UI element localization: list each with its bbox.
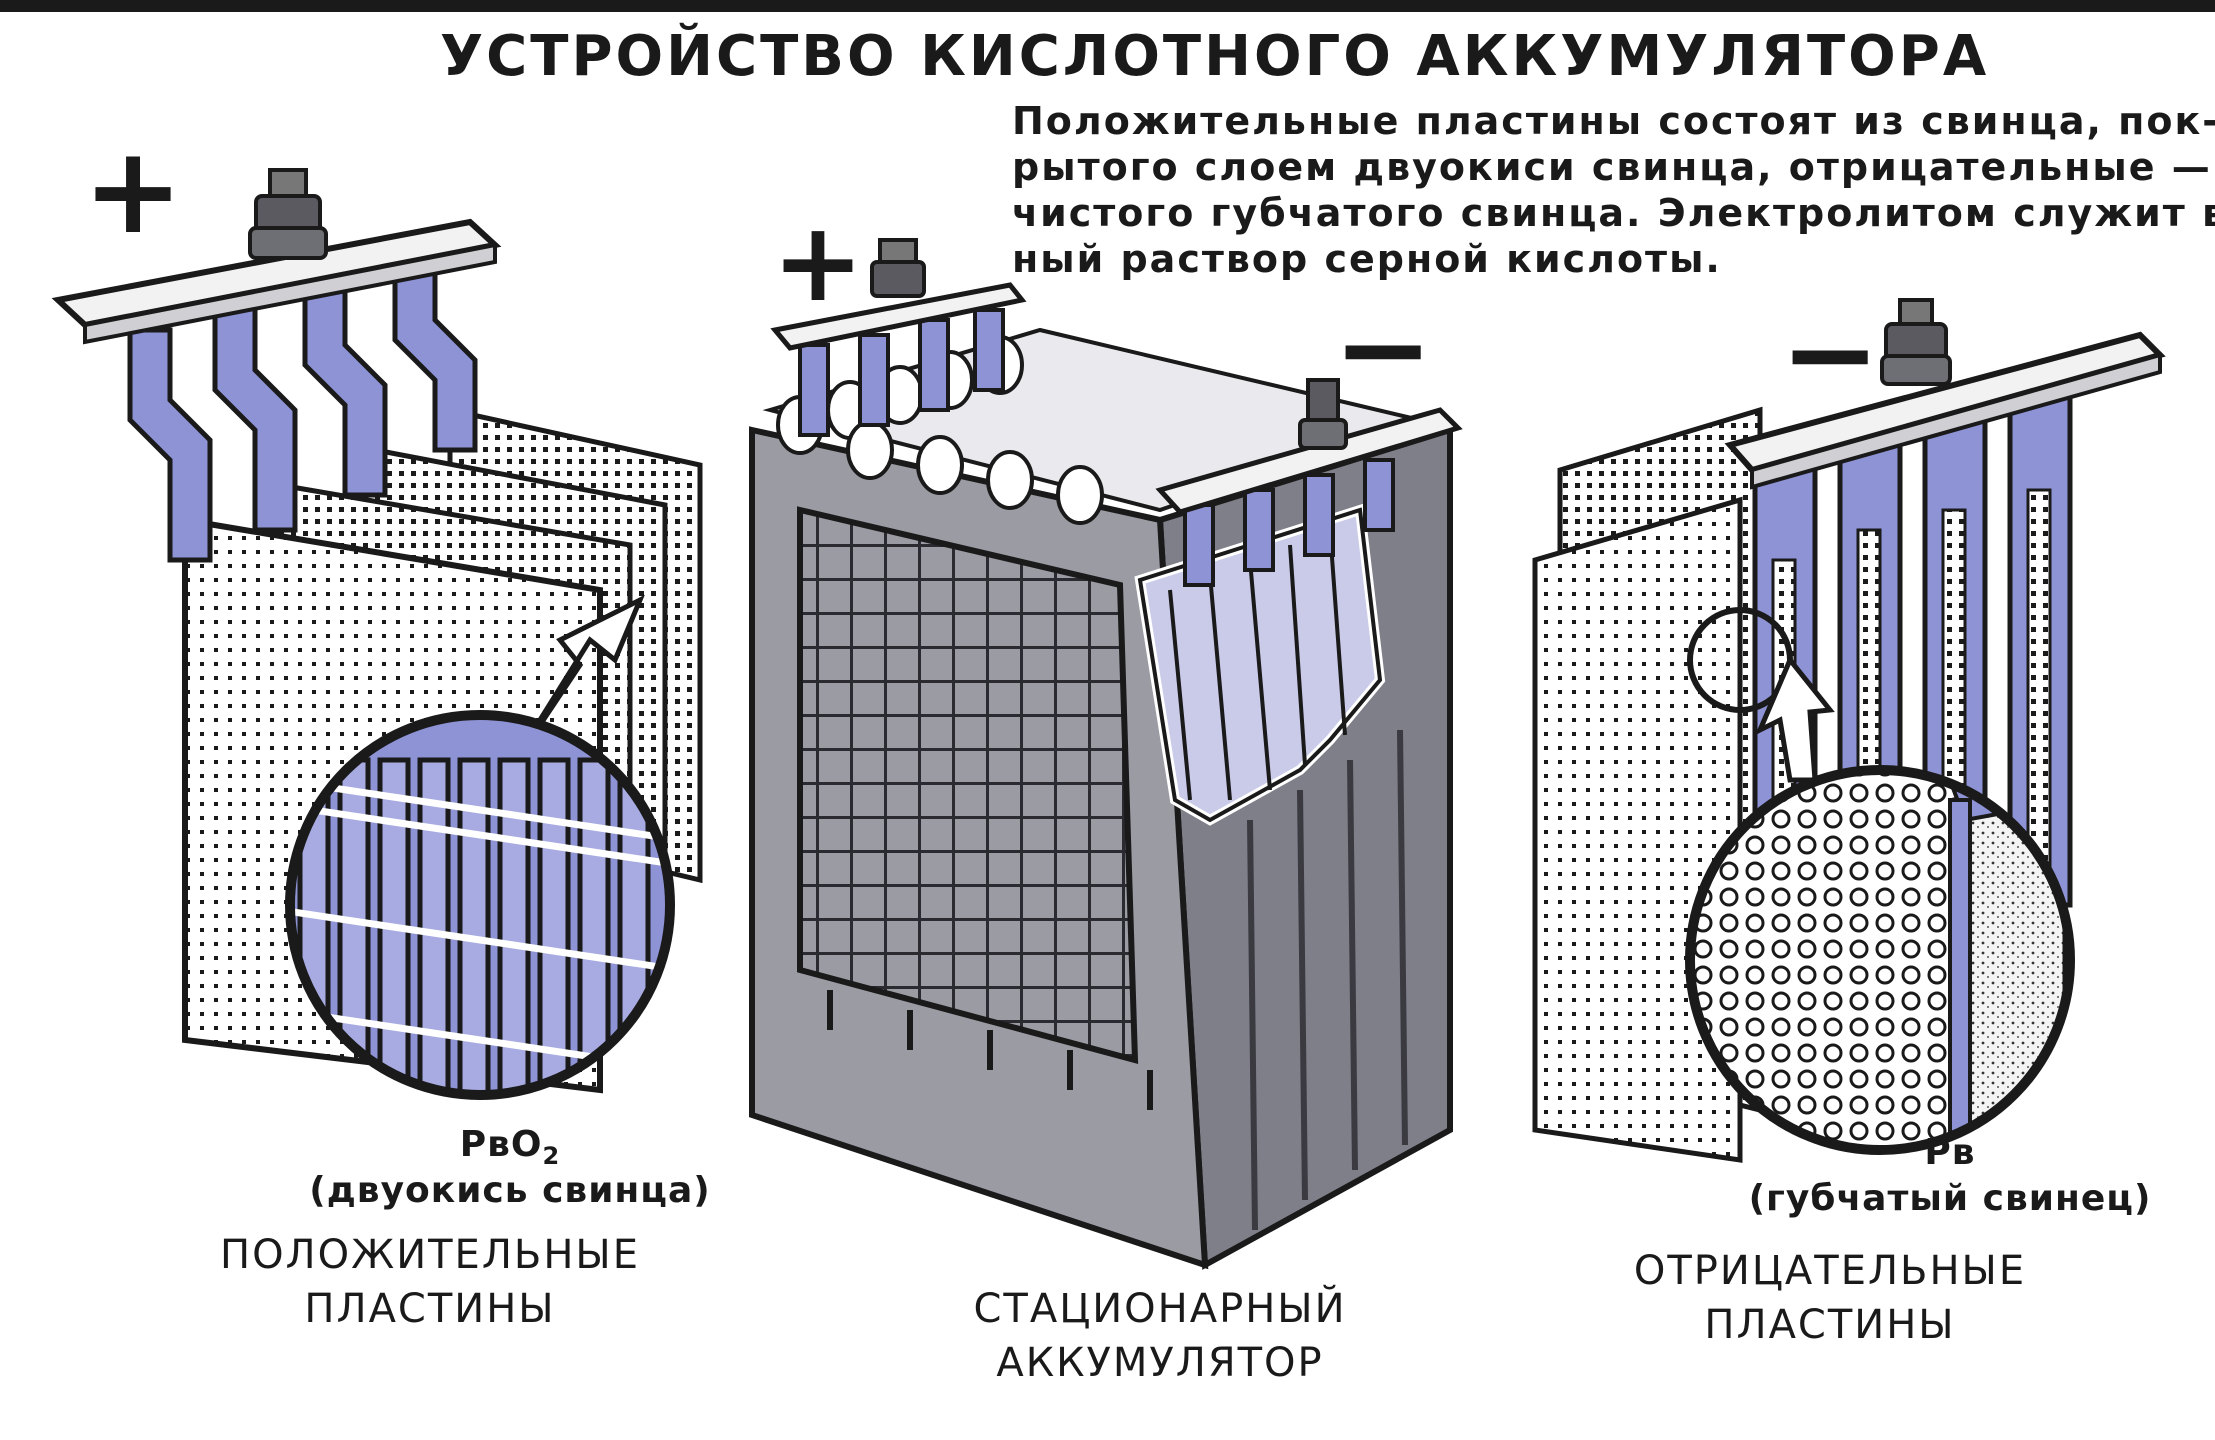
- plus-sign-left: +: [83, 122, 184, 261]
- positive-formula: PвO2: [300, 1122, 720, 1179]
- positive-formula-main: PвO: [459, 1124, 543, 1165]
- stationary-caption-line: СТАЦИОНАРНЫЙ: [973, 1286, 1347, 1332]
- positive-caption-line: ПОЛОЖИТЕЛЬНЫЕ: [219, 1232, 640, 1278]
- top-rule: [0, 0, 2215, 12]
- positive-caption-line: ПЛАСТИНЫ: [304, 1286, 556, 1332]
- plus-sign-center: +: [772, 198, 864, 326]
- stationary-caption: СТАЦИОНАРНЫЙ АККУМУЛЯТОР: [900, 1282, 1420, 1390]
- positive-formula-sub: 2: [542, 1142, 561, 1171]
- negative-caption-line: ОТРИЦАТЕЛЬНЫЕ: [1633, 1248, 2027, 1294]
- positive-plate-lugs: [127, 247, 478, 563]
- plus-sign-left-text: +: [83, 122, 184, 261]
- description-line: чистого губчатого свинца. Электролитом с…: [1012, 191, 2215, 235]
- description-line: рытого слоем двуокиси свинца, отрицатель…: [1012, 145, 2215, 189]
- description: Положительные пластины состоят из свинца…: [1012, 98, 2215, 282]
- negative-caption: ОТРИЦАТЕЛЬНЫЕ ПЛАСТИНЫ: [1590, 1244, 2070, 1352]
- minus-sign-center: −: [1333, 280, 1434, 419]
- negative-formula-desc: (губчатый свинец): [1748, 1178, 2152, 1219]
- negative-plates-drawing: [1532, 298, 2166, 1163]
- negative-plate-back: [1532, 496, 1743, 1163]
- positive-plates-drawing: [51, 168, 703, 1100]
- stationary-caption-line: АККУМУЛЯТОР: [996, 1340, 1324, 1386]
- positive-caption: ПОЛОЖИТЕЛЬНЫЕ ПЛАСТИНЫ: [180, 1228, 680, 1336]
- stationary-positive-busbar: [770, 238, 1027, 437]
- positive-busbar-side: [83, 242, 497, 345]
- description-line: Положительные пластины состоят из свинца…: [1012, 99, 2215, 143]
- stationary-negative-busbar: [1155, 378, 1463, 587]
- terminal-bolt: [248, 168, 328, 260]
- page-title: УСТРОЙСТВО КИСЛОТНОГО АККУМУЛЯТОРА: [440, 24, 1990, 89]
- positive-formula-desc: (двуокись свинца): [309, 1170, 711, 1211]
- minus-sign-right: −: [1780, 285, 1881, 424]
- terminal-bolt: [1880, 298, 1952, 386]
- negative-caption-line: ПЛАСТИНЫ: [1704, 1302, 1956, 1348]
- stationary-battery-drawing: [749, 238, 1463, 1270]
- description-line: ный раствор серной кислоты.: [1012, 237, 1722, 281]
- negative-formula: Pв: [1924, 1132, 1976, 1173]
- battery-grid: [797, 506, 1139, 1064]
